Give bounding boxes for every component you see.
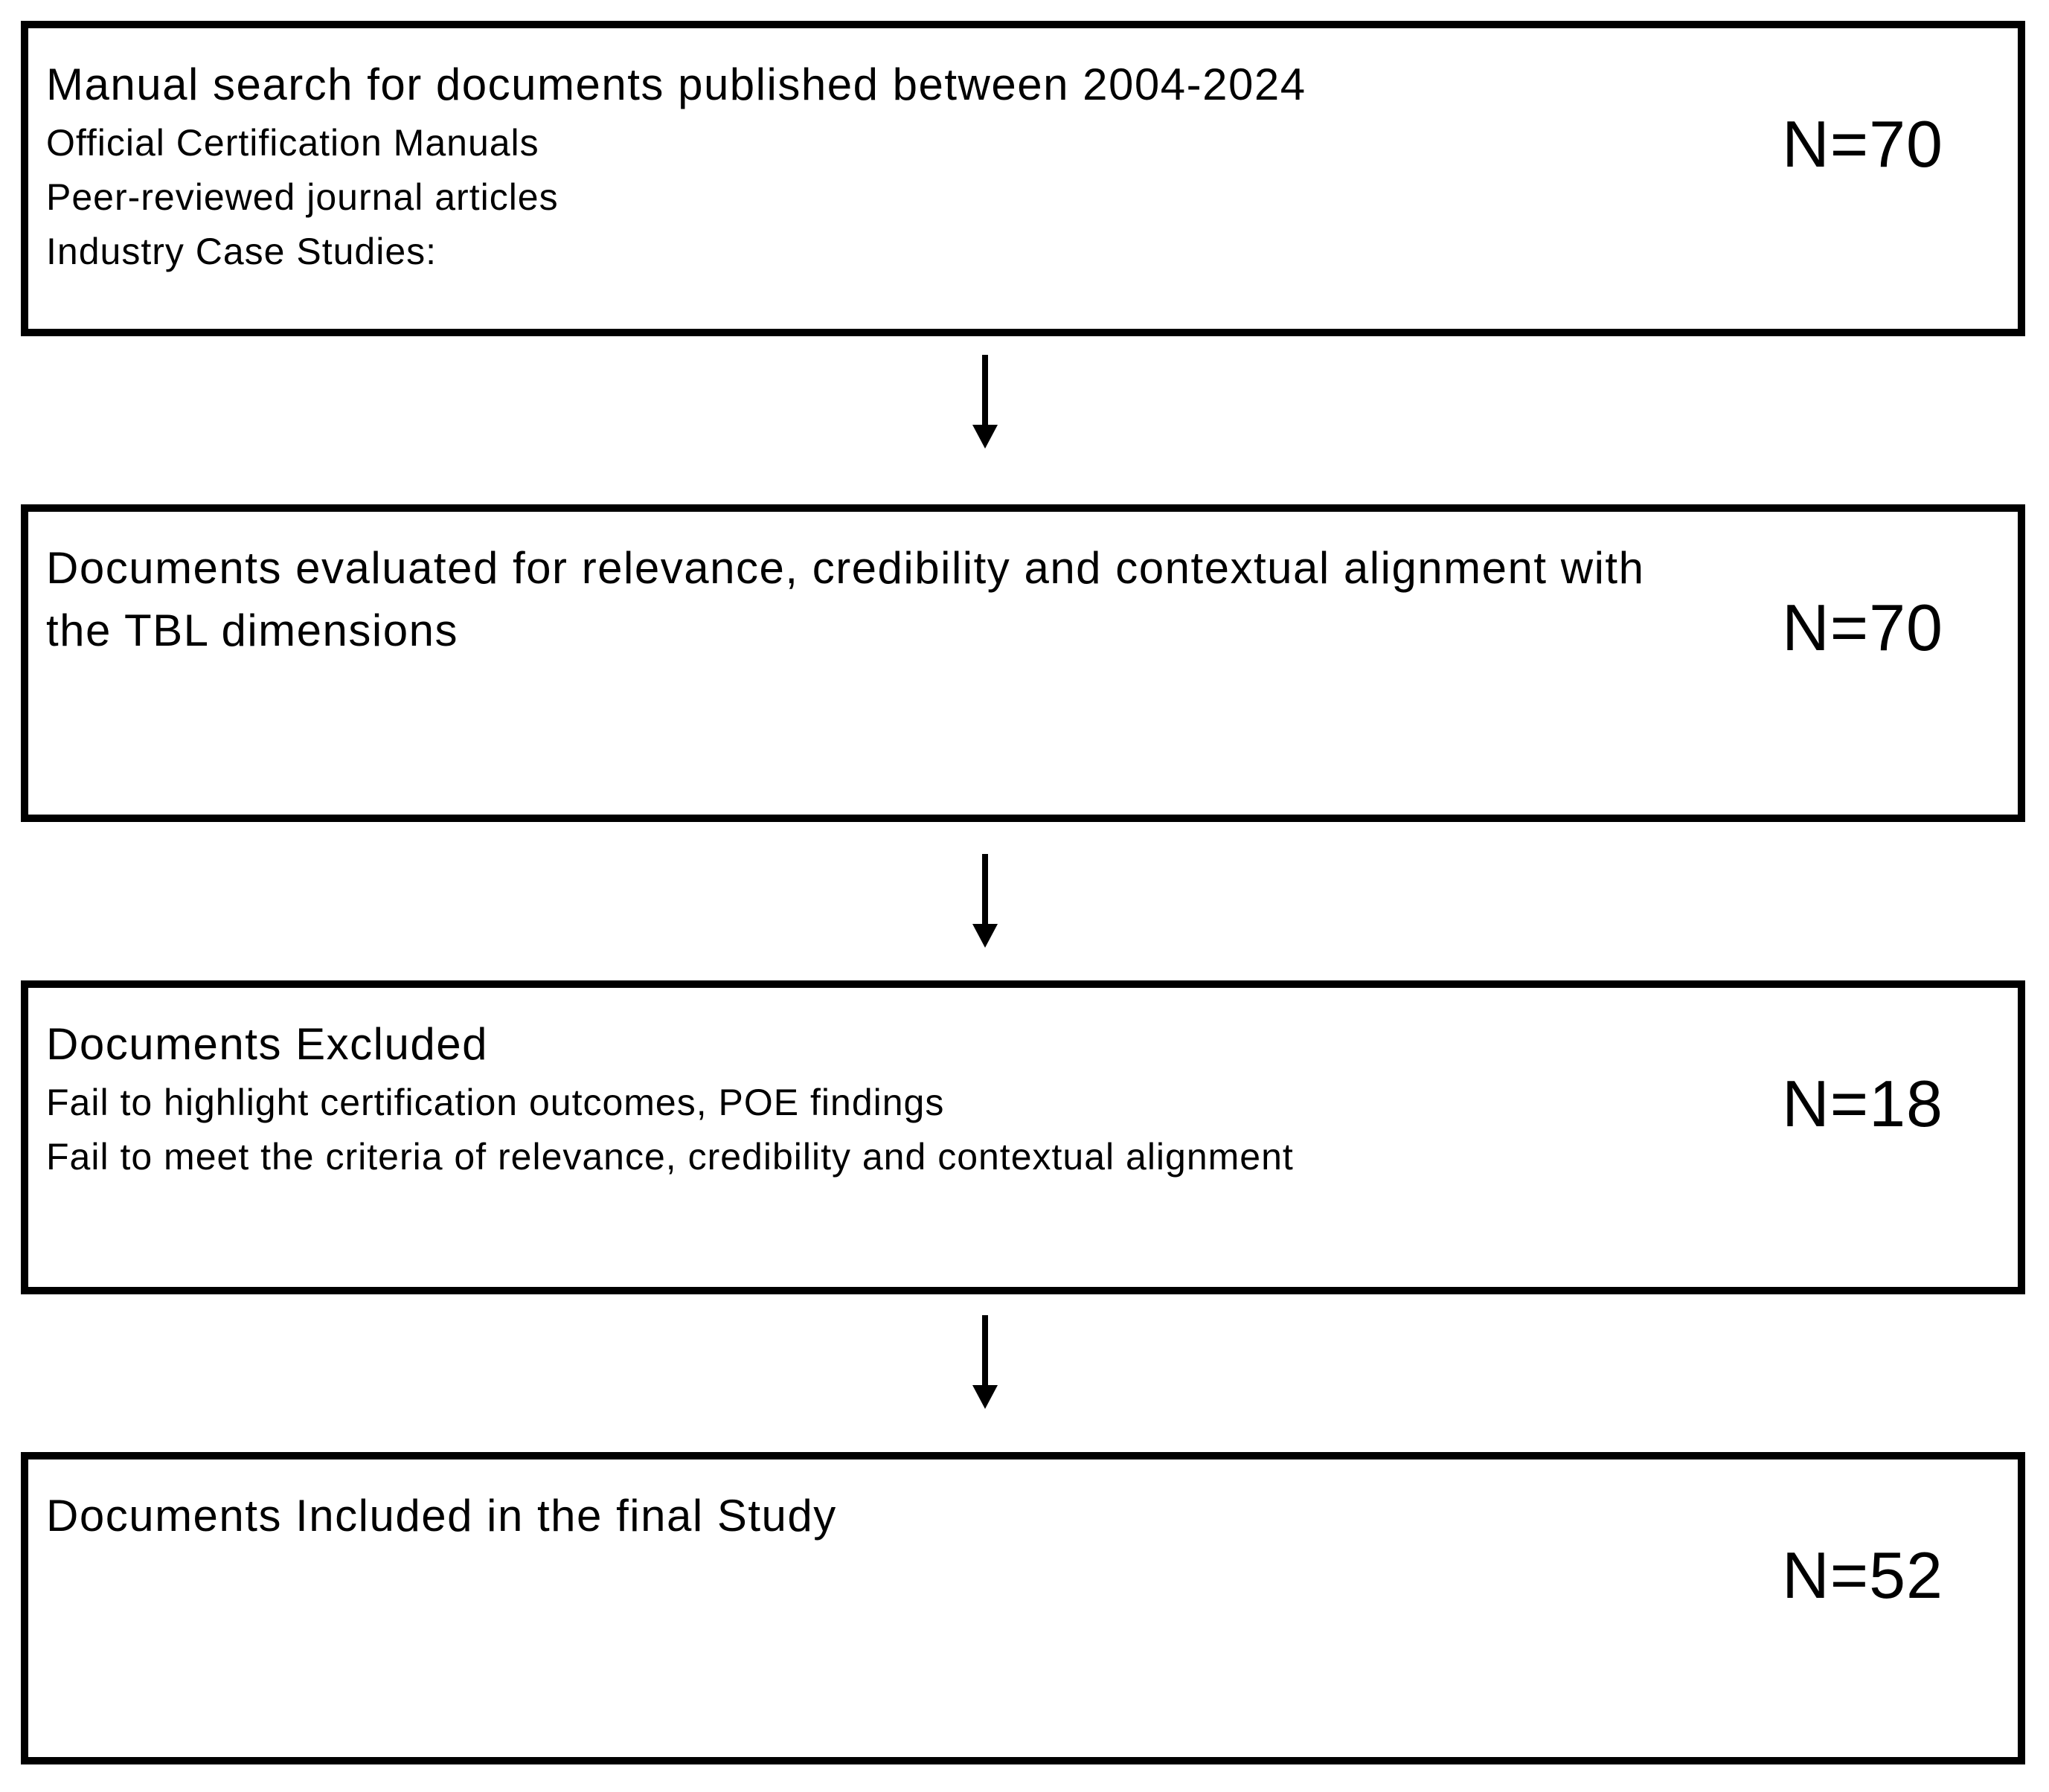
box-line: Peer-reviewed journal articles (46, 176, 559, 218)
box-documents-evaluated: Documents evaluated for relevance, credi… (21, 504, 2025, 822)
box-title: Documents Included in the final Study (46, 1491, 837, 1541)
box-text: Manual search for documents published be… (28, 28, 1646, 279)
count-label: N=52 (1782, 1538, 1943, 1612)
box-text: Documents Included in the final Study (28, 1459, 1646, 1547)
box-text: Documents evaluated for relevance, credi… (28, 512, 1646, 662)
box-title: Documents evaluated for relevance, credi… (46, 543, 1645, 655)
count-label: N=18 (1782, 1067, 1943, 1140)
count-label: N=70 (1782, 591, 1943, 664)
arrow-head (972, 425, 998, 449)
down-arrow-icon (972, 1315, 998, 1409)
arrow-shaft (982, 854, 988, 924)
box-documents-excluded: Documents Excluded Fail to highlight cer… (21, 980, 2025, 1294)
down-arrow-icon (972, 854, 998, 948)
box-text: Documents Excluded Fail to highlight cer… (28, 988, 1646, 1184)
count-label: N=70 (1782, 107, 1943, 181)
box-line: Industry Case Studies: (46, 231, 437, 272)
box-title: Documents Excluded (46, 1019, 488, 1069)
down-arrow-icon (972, 355, 998, 449)
arrow-shaft (982, 1315, 988, 1385)
box-line: Fail to meet the criteria of relevance, … (46, 1136, 1294, 1178)
box-manual-search: Manual search for documents published be… (21, 21, 2025, 336)
box-line: Fail to highlight certification outcomes… (46, 1082, 945, 1123)
arrow-shaft (982, 355, 988, 425)
arrow-head (972, 924, 998, 948)
box-line: Official Certification Manuals (46, 122, 539, 164)
box-documents-included: Documents Included in the final Study N=… (21, 1452, 2025, 1764)
arrow-head (972, 1385, 998, 1409)
box-title: Manual search for documents published be… (46, 60, 1306, 109)
